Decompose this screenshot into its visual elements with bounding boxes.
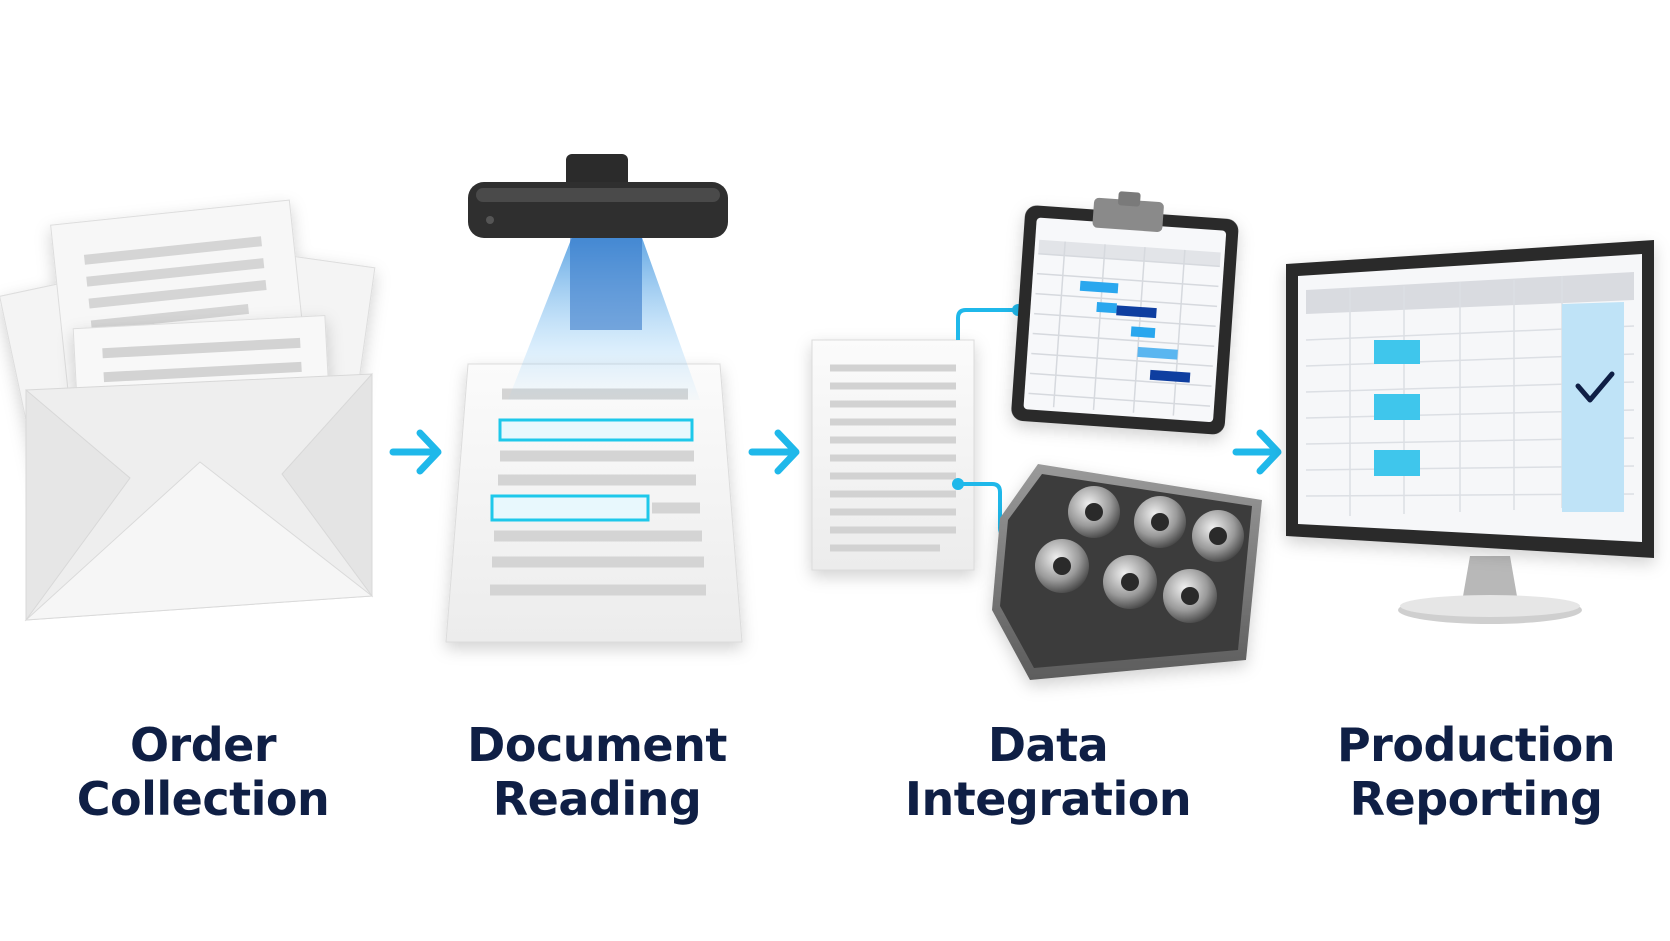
checkmark-icon (1575, 371, 1615, 403)
step-label-data-integration: Data Integration (848, 718, 1248, 826)
data-integration-icon (811, 191, 1262, 680)
metal-parts (1035, 486, 1244, 623)
envelope-with-documents-icon (0, 199, 376, 622)
step-label-line2: Integration (904, 772, 1192, 826)
step-label-line1: Document (467, 718, 727, 772)
step-label-line2: Collection (76, 772, 330, 826)
step-label-production-reporting: Production Reporting (1276, 718, 1670, 826)
step-label-line1: Production (1336, 718, 1616, 772)
step-label-order-collection: Order Collection (3, 718, 403, 826)
arrow-2-icon (748, 429, 800, 475)
parts-tray-icon (992, 464, 1262, 680)
step-label-line1: Data (987, 718, 1109, 772)
scanner-icon (445, 154, 743, 643)
step-label-document-reading: Document Reading (397, 718, 797, 826)
highlight-field-1 (498, 418, 694, 442)
arrow-3-icon (1232, 429, 1282, 475)
step-label-line1: Order (129, 718, 277, 772)
monitor-report-icon (1286, 240, 1654, 624)
clipboard-schedule-icon (1011, 191, 1239, 435)
step-label-line2: Reading (492, 772, 702, 826)
arrow-1-icon (389, 429, 442, 475)
highlight-field-2 (490, 494, 650, 522)
step-label-line2: Reporting (1349, 772, 1603, 826)
